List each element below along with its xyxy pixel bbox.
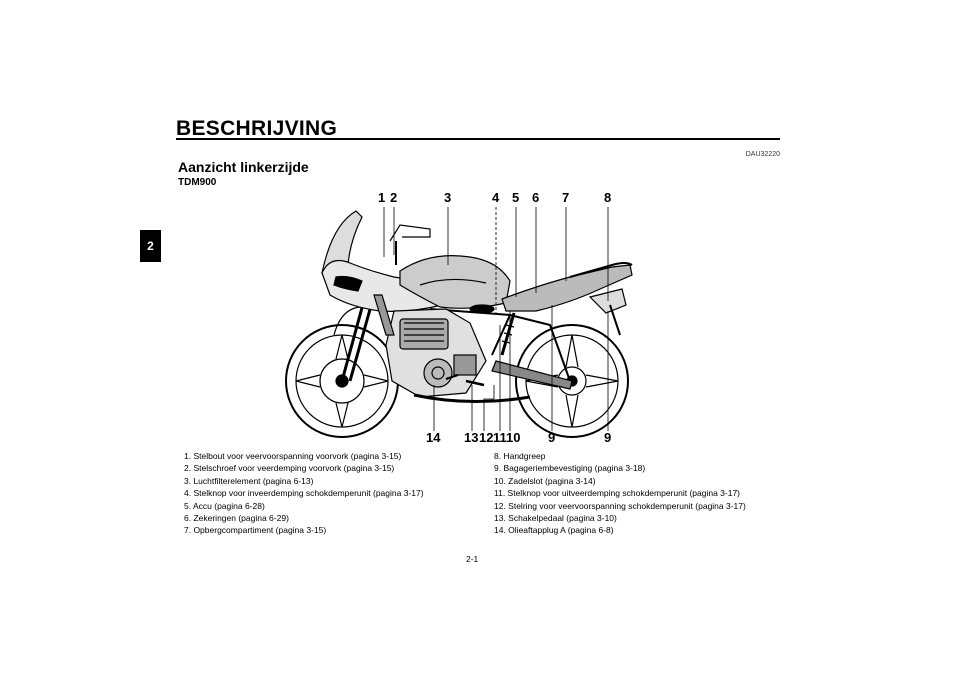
legend-item: 12. Stelring voor veervoorspanning schok… xyxy=(494,500,746,511)
legend-item: 2. Stelschroef voor veerdemping voorvork… xyxy=(184,463,395,474)
legend-item: 14. Olieaftapplug A (pagina 6-8) xyxy=(494,525,614,536)
callout-2: 2 xyxy=(390,190,398,205)
legend-item: 3. Luchtfilterelement (pagina 6-13) xyxy=(184,475,314,486)
motorcycle-illustration: 1 2 3 4 5 6 7 8 14 13 12 11 10 9 9 xyxy=(270,185,650,445)
legend-item: 5. Accu (pagina 6-28) xyxy=(184,500,265,511)
legend-item: 9. Bagageriembevestiging (pagina 3-18) xyxy=(494,463,646,474)
model-name: TDM900 xyxy=(178,177,217,188)
callout-8: 8 xyxy=(604,190,612,205)
legend-item: 10. Zadelslot (pagina 3-14) xyxy=(494,475,596,486)
callout-11: 11 xyxy=(493,430,507,445)
chapter-title: BESCHRIJVING xyxy=(176,117,338,140)
section-title: Aanzicht linkerzijde xyxy=(178,159,309,175)
callout-4: 4 xyxy=(492,190,500,205)
callout-1: 1 xyxy=(378,190,386,205)
callout-14: 14 xyxy=(426,430,441,445)
motorcycle-left-side-drawing xyxy=(285,207,633,438)
callout-10: 10 xyxy=(506,430,521,445)
title-rule xyxy=(176,138,780,140)
callout-9a: 9 xyxy=(548,430,556,445)
callout-12: 12 xyxy=(479,430,494,445)
callout-6: 6 xyxy=(532,190,540,205)
document-code: DAU32220 xyxy=(745,151,780,158)
legend-item: 1. Stelbout voor veervoorspanning voorvo… xyxy=(184,451,402,461)
callout-3: 3 xyxy=(444,190,452,205)
chapter-tab: 2 xyxy=(140,230,161,262)
legend-item: 6. Zekeringen (pagina 6-29) xyxy=(184,513,289,524)
callout-7: 7 xyxy=(562,190,570,205)
callout-9b: 9 xyxy=(604,430,612,445)
callout-5: 5 xyxy=(512,190,520,205)
callout-13: 13 xyxy=(464,430,479,445)
legend-item: 11. Stelknop voor uitveerdemping schokde… xyxy=(494,488,741,499)
legend-item: 7. Opbergcompartiment (pagina 3-15) xyxy=(184,525,327,536)
legend-left: 1. Stelbout voor veervoorspanning voorvo… xyxy=(184,450,484,537)
page-number: 2-1 xyxy=(466,554,479,564)
legend-item: 13. Schakelpedaal (pagina 3-10) xyxy=(494,513,617,524)
legend-item: 4. Stelknop voor inveerdemping schokdemp… xyxy=(184,488,424,499)
legend-item: 8. Handgreep xyxy=(494,451,546,461)
legend-right: 8. Handgreep 9. Bagageriembevestiging (p… xyxy=(494,450,794,537)
